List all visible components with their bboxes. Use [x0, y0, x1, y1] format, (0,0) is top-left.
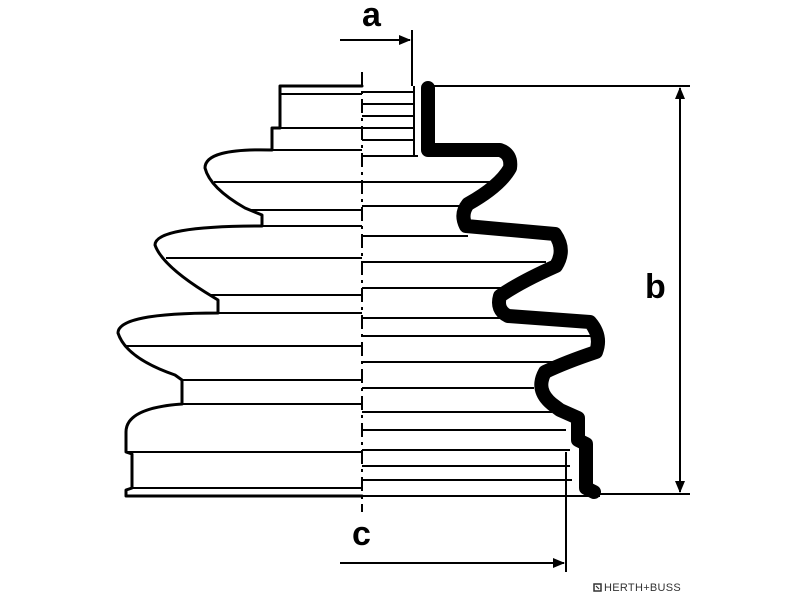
- watermark-text: HERTH+BUSS: [604, 582, 681, 594]
- dimension-c: c: [340, 515, 565, 568]
- boot-outer-view: [116, 84, 364, 498]
- dimension-label-b: b: [645, 268, 666, 306]
- extension-lines: [411, 30, 690, 572]
- dimension-label-a: a: [362, 0, 382, 34]
- dimension-b: b: [645, 87, 685, 493]
- dimension-a: a: [340, 0, 411, 45]
- brand-watermark: HERTH+BUSS: [593, 582, 681, 594]
- section-hatch-lines: [362, 91, 598, 481]
- dimension-label-c: c: [352, 515, 371, 553]
- boot-section-view: [362, 81, 605, 499]
- boot-wall-profile: [421, 81, 605, 499]
